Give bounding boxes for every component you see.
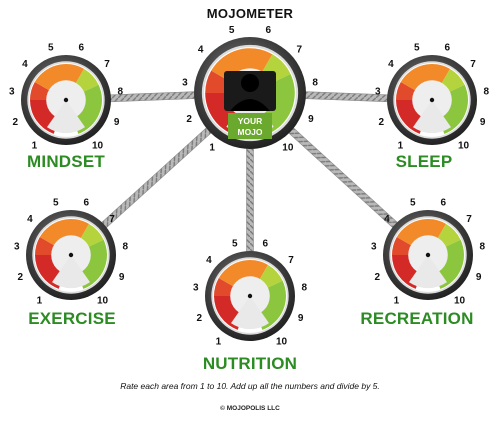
scale-number: 1 [216,337,222,348]
dial-pivot-icon [63,97,69,103]
scale-number: 10 [92,141,104,152]
scale-number: 4 [22,59,28,70]
gauge-mindset: 1 2 3 4 5 6 7 8 9 10 [9,43,124,152]
scale-number: 7 [297,45,303,56]
scale-number: 4 [206,255,212,266]
scale-number: 3 [9,86,15,97]
scale-number: 3 [371,241,377,252]
scale-number: 6 [262,239,268,250]
scale-number: 7 [470,59,476,70]
scale-number: 5 [48,43,54,54]
scale-number: 10 [458,141,470,152]
center-label-your: YOUR [238,116,263,126]
scale-number: 9 [114,117,120,128]
scale-number: 1 [209,143,215,154]
diagram-title: MOJOMETER [206,6,294,21]
scale-number: 4 [27,214,33,225]
scale-number: 7 [109,214,115,225]
scale-number: 5 [410,198,416,209]
dial-pivot-icon [247,293,253,299]
scale-number: 6 [440,198,446,209]
gauge-nutrition: 1 2 3 4 5 6 7 8 9 10 [193,239,308,348]
person-silhouette-icon [224,71,276,111]
label-nutrition: NUTRITION [202,354,298,373]
scale-number: 9 [119,272,125,283]
scale-number: 6 [266,25,272,36]
gauge-sleep: 1 2 3 4 5 6 7 8 9 10 [375,43,490,152]
instructions-text: Rate each area from 1 to 10. Add up all … [120,381,380,391]
scale-number: 2 [375,272,381,283]
scale-number: 5 [229,25,235,36]
scale-number: 8 [117,86,123,97]
label-exercise: EXERCISE [28,309,116,328]
scale-number: 8 [301,282,307,293]
gauge-recreation: 1 2 3 4 5 6 7 8 9 10 [371,198,486,307]
scale-number: 10 [276,337,288,348]
dial-pivot-icon [425,252,431,258]
label-recreation: RECREATION [360,309,474,328]
scale-number: 6 [444,43,450,54]
scale-number: 1 [398,141,404,152]
scale-number: 9 [298,313,304,324]
scale-number: 5 [53,198,59,209]
scale-number: 7 [104,59,110,70]
label-mindset: MINDSET [27,152,105,171]
scale-number: 5 [414,43,420,54]
scale-number: 7 [288,255,294,266]
label-sleep: SLEEP [395,152,453,171]
scale-number: 1 [37,296,43,307]
dial-pivot-icon [429,97,435,103]
scale-number: 8 [479,241,485,252]
scale-number: 9 [476,272,482,283]
scale-number: 8 [312,78,318,89]
scale-number: 10 [454,296,466,307]
scale-number: 7 [466,214,472,225]
scale-number: 2 [186,114,192,125]
scale-number: 2 [379,117,385,128]
scale-number: 8 [122,241,128,252]
scale-number: 3 [375,86,381,97]
gauge-exercise: 1 2 3 4 5 6 7 8 9 10 [14,198,129,307]
scale-number: 3 [182,78,188,89]
scale-number: 5 [232,239,238,250]
scale-number: 4 [388,59,394,70]
scale-number: 9 [480,117,486,128]
scale-number: 9 [308,114,314,125]
scale-number: 2 [13,117,19,128]
scale-number: 4 [384,214,390,225]
dial-pivot-icon [68,252,74,258]
scale-number: 4 [198,45,204,56]
copyright-text: © MOJOPOLIS LLC [220,405,280,412]
scale-number: 10 [97,296,109,307]
scale-number: 1 [394,296,400,307]
scale-number: 3 [193,282,199,293]
scale-number: 6 [83,198,89,209]
scale-number: 3 [14,241,20,252]
scale-number: 1 [32,141,38,152]
center-label-mojo: MOJO [237,127,262,137]
scale-number: 8 [483,86,489,97]
scale-number: 10 [282,143,294,154]
scale-number: 2 [18,272,24,283]
scale-number: 6 [78,43,84,54]
scale-number: 2 [197,313,203,324]
